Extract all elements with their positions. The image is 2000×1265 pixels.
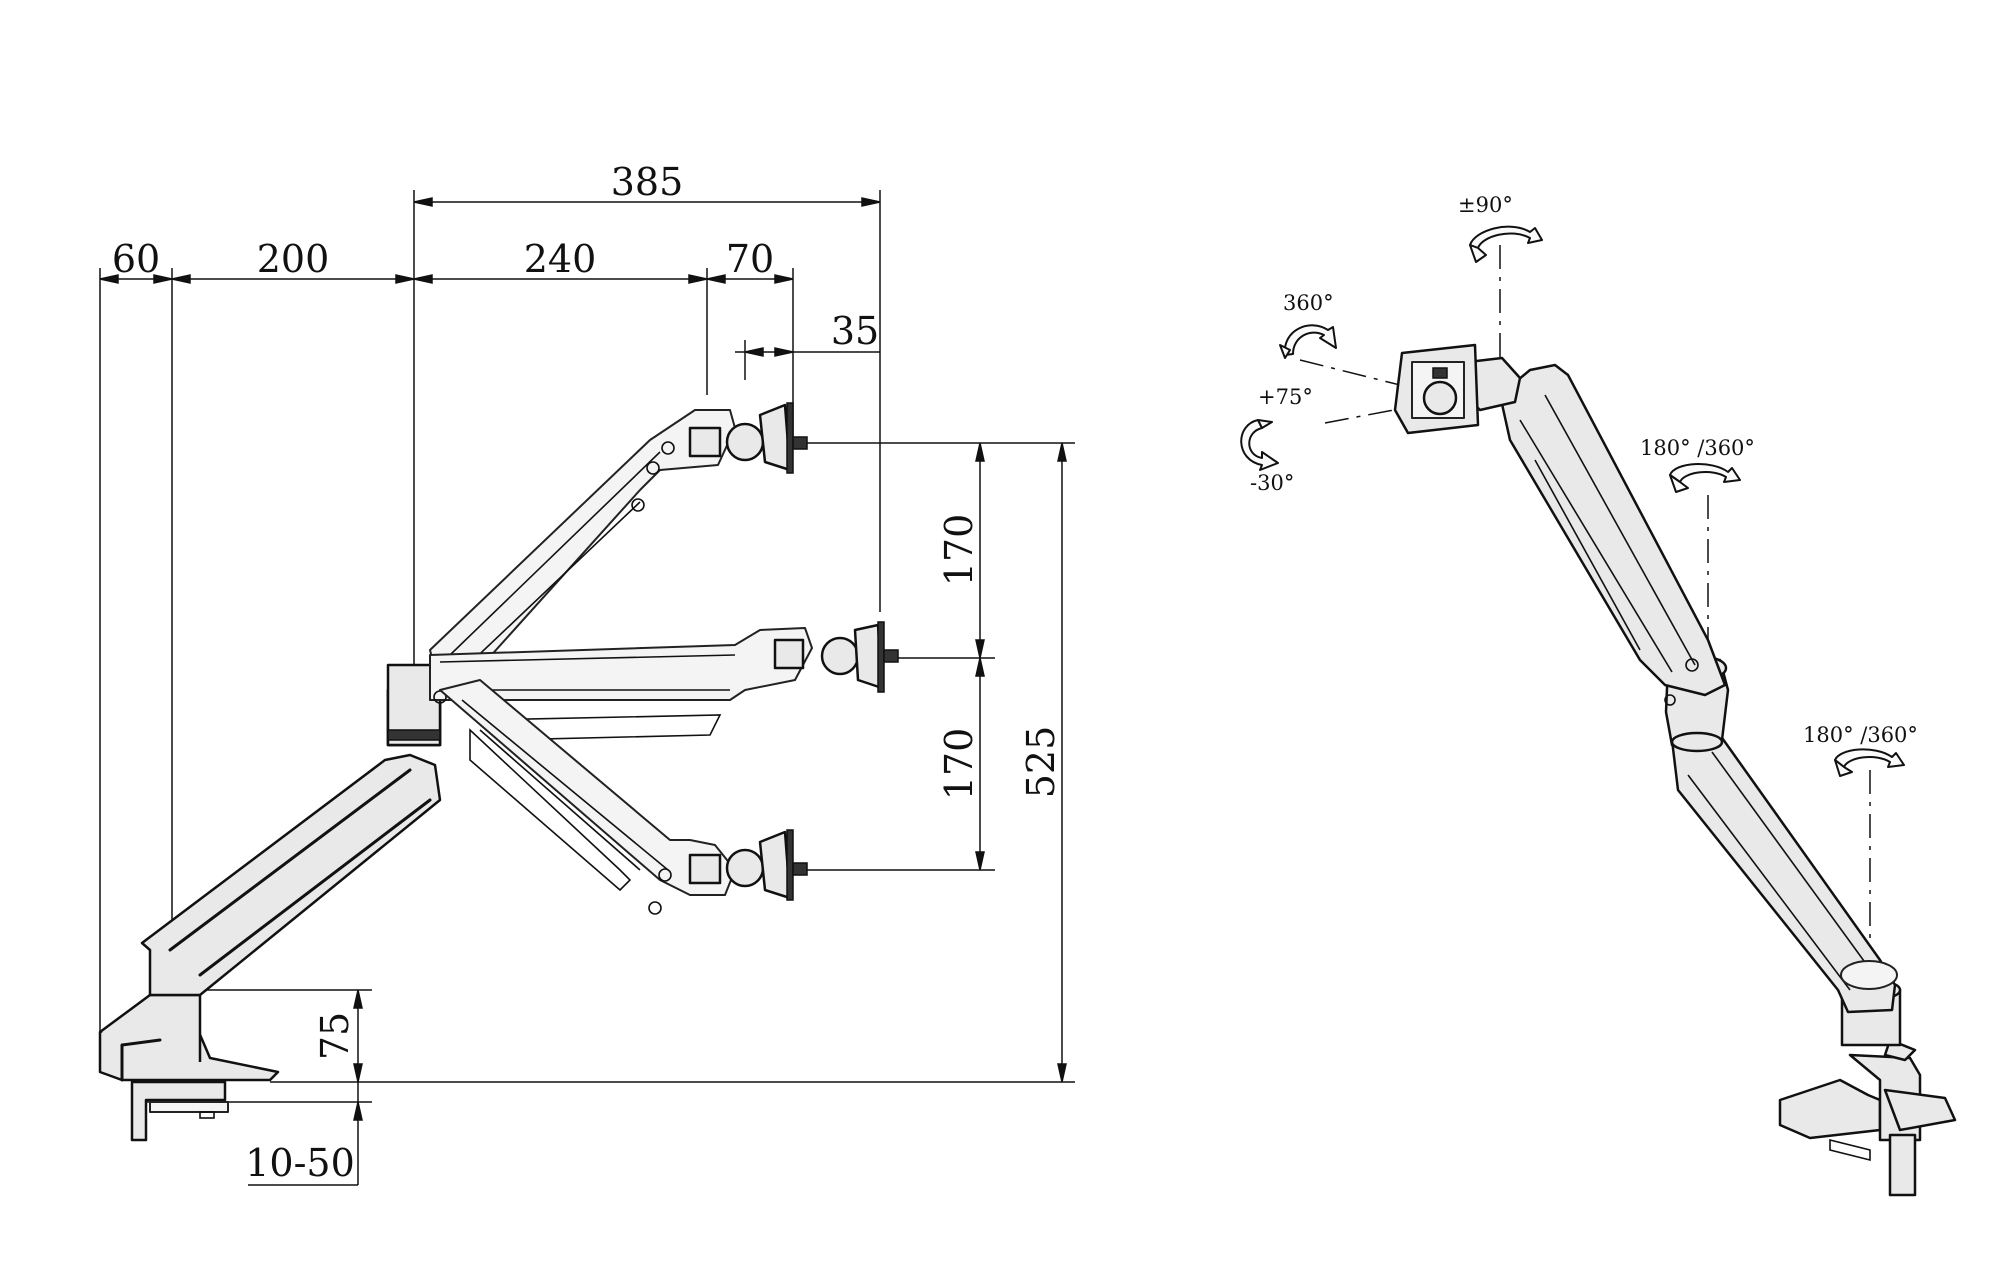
dim-385: 385 bbox=[611, 160, 684, 204]
dim-170-top: 170 bbox=[937, 514, 981, 587]
dimension-labels: 385 60 200 240 70 35 170 170 525 75 10-5… bbox=[112, 160, 1063, 1185]
dim-525: 525 bbox=[1019, 726, 1063, 799]
rotation-swivel-upper: 180° /360° bbox=[1640, 436, 1755, 493]
monitor-head-middle bbox=[773, 621, 899, 693]
extension-lines bbox=[99, 190, 1075, 1103]
lower-arm-3d bbox=[1670, 728, 1898, 1014]
label-tilt-down: -30° bbox=[1250, 471, 1294, 495]
dim-clamp-range: 10-50 bbox=[245, 1141, 355, 1185]
rotation-swivel-lower: 180° /360° bbox=[1803, 723, 1918, 777]
dim-170-bottom: 170 bbox=[937, 728, 981, 801]
rotation-tilt-90: ±90° bbox=[1458, 193, 1543, 263]
monitor-head-bottom bbox=[688, 829, 808, 901]
label-rotate-360: 360° bbox=[1283, 291, 1334, 315]
upper-arm-3d bbox=[1498, 363, 1727, 706]
dim-35: 35 bbox=[831, 309, 879, 353]
monitor-head-top bbox=[688, 402, 808, 474]
upper-arm-lowered bbox=[439, 679, 736, 915]
label-swivel-lower: 180° /360° bbox=[1803, 723, 1918, 747]
label-swivel-upper: 180° /360° bbox=[1640, 436, 1755, 460]
desk-clamp bbox=[98, 993, 280, 1142]
rotation-tilt-range: +75° -30° bbox=[1240, 385, 1313, 495]
label-tilt-up: +75° bbox=[1258, 385, 1313, 409]
side-view: 385 60 200 240 70 35 170 170 525 75 10-5… bbox=[98, 160, 1075, 1186]
rotation-360: 360° bbox=[1279, 291, 1337, 359]
perspective-view: ±90° 360° +75° -30° 180° /360° 180° /360… bbox=[1240, 193, 1957, 1197]
dim-200: 200 bbox=[257, 237, 330, 281]
tilt-head-3d bbox=[1393, 343, 1522, 435]
dim-70: 70 bbox=[726, 237, 774, 281]
dim-60: 60 bbox=[112, 237, 160, 281]
dimension-lines-vertical bbox=[248, 442, 1067, 1186]
dimension-lines-horizontal bbox=[99, 197, 881, 357]
axis-lines bbox=[1299, 245, 1871, 970]
desk-clamp-3d bbox=[1778, 1038, 1957, 1197]
label-tilt-90: ±90° bbox=[1458, 193, 1513, 217]
dim-240: 240 bbox=[524, 237, 597, 281]
dim-75: 75 bbox=[313, 1012, 357, 1060]
